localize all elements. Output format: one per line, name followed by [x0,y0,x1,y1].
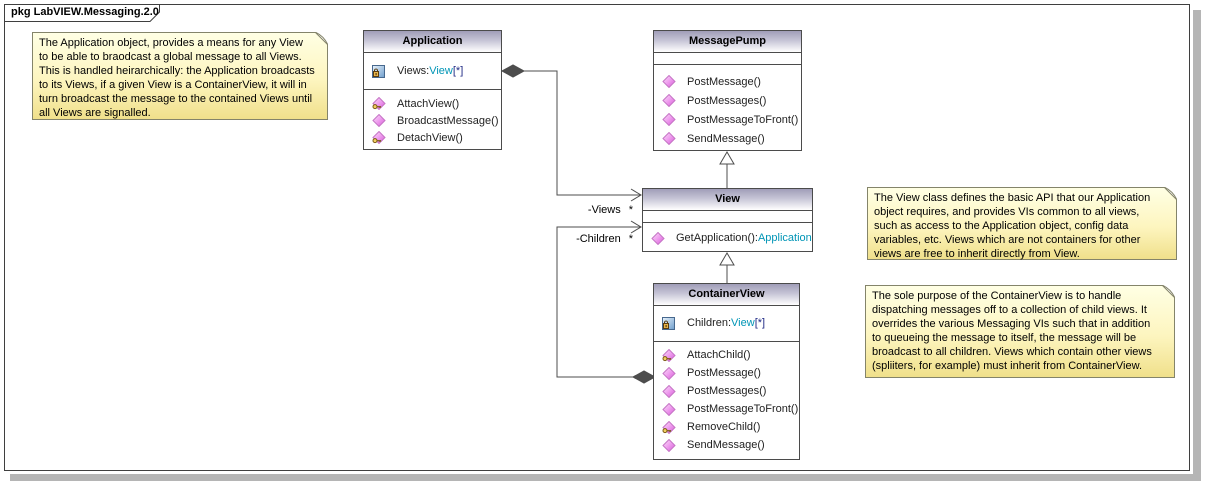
operation-row: SendMessage() [654,129,801,148]
frame-shadow-bottom [10,474,1201,481]
protected-operation-icon [372,97,386,110]
operation-text: AttachChild() [687,349,751,361]
attribute-text: Children:View[*] [687,317,766,329]
protected-operation-icon [372,131,386,144]
note-line: dispatching messages off to a collection… [872,304,1147,316]
operation-text: PostMessage() [687,367,761,379]
operation-text: PostMessages() [687,385,767,397]
operation-row: AttachChild() [654,346,799,364]
operation-row: GetApplication():Application [643,229,812,247]
operation-text: SendMessage() [687,132,765,145]
operation-row: SendMessage() [654,436,799,454]
frame-shadow-right [1193,10,1201,474]
composition-children-connector[interactable] [556,220,657,384]
generalization-view-messagepump[interactable] [719,151,735,188]
class-title: MessagePump [654,31,801,53]
note-line: The Application object, provides a means… [39,37,303,49]
note-line: The View class defines the basic API tha… [874,192,1151,204]
class-title: Application [364,31,501,53]
generalization-arrow [719,252,735,266]
operation-text: SendMessage() [687,439,765,451]
operation-text: DetachView() [397,131,463,144]
note-line: such as access to the Application object… [874,220,1129,232]
package-tab-shape [4,4,160,22]
attribute-row: Views:View[*] [364,62,501,80]
package-title: pkg LabVIEW.Messaging.2.0 [11,6,159,18]
association-label-views: -Views* [587,204,633,216]
class-containerview[interactable]: ContainerView Children:View[*] AttachChi… [653,283,800,460]
composition-views-connector[interactable] [500,64,642,202]
attribute-row: Children:View[*] [654,314,799,332]
public-operation-icon [662,438,676,452]
private-attribute-icon [372,64,386,78]
note-containerview[interactable]: The sole purpose of the ContainerView is… [865,285,1175,378]
note-line: to queueing the message to itself, the m… [872,332,1137,344]
public-operation-icon [662,75,676,88]
operation-text: PostMessage() [687,75,761,88]
operation-text: AttachView() [397,97,460,110]
note-line: object requires, and provides VIs common… [874,206,1140,218]
public-operation-icon [662,113,676,126]
public-operation-icon [662,384,676,398]
public-operation-icon [662,132,676,145]
note-line: (spliiters, for example) must inherit fr… [872,360,1143,372]
private-attribute-icon [662,316,676,330]
operation-row: AttachView() [364,95,501,112]
public-operation-icon [651,231,665,245]
operation-row: BroadcastMessage() [364,112,501,129]
generalization-arrow [719,151,735,165]
class-messagepump[interactable]: MessagePump PostMessage() PostMessages()… [653,30,802,151]
note-line: variables, etc. Views which are not cont… [874,234,1141,246]
operation-row: PostMessageToFront() [654,400,799,418]
protected-operation-icon [662,348,676,362]
operation-text: PostMessages() [687,94,767,107]
note-view[interactable]: The View class defines the basic API tha… [867,187,1177,260]
operation-text: BroadcastMessage() [397,114,499,127]
public-operation-icon [662,402,676,416]
protected-operation-icon [662,420,676,434]
generalization-containerview-view[interactable] [719,252,735,283]
operation-text: PostMessageToFront() [687,403,799,415]
composition-diamond [631,370,657,384]
note-application[interactable]: The Application object, provides a means… [32,32,328,120]
note-line: This is handled heirarchically: the Appl… [39,65,315,77]
class-application[interactable]: Application Views:View[*] AttachView() [363,30,502,150]
note-dogear-icon [1164,187,1177,200]
operation-text: GetApplication():Application [676,232,812,244]
operation-row: PostMessage() [654,364,799,382]
note-line: The sole purpose of the ContainerView is… [872,290,1122,302]
class-title: ContainerView [654,284,799,306]
public-operation-icon [662,366,676,380]
operation-row: RemoveChild() [654,418,799,436]
public-operation-icon [662,94,676,107]
note-dogear-icon [1162,285,1175,298]
operation-row: PostMessages() [654,382,799,400]
note-line: overrides the various Messaging VIs such… [872,318,1151,330]
note-line: turn broadcast the message to the contai… [39,93,313,105]
note-line: all Views are signalled. [39,107,151,119]
composition-diamond [500,64,526,78]
operation-text: PostMessageToFront() [687,113,799,126]
note-line: to its Views, if a given View is a Conta… [39,79,307,91]
class-view[interactable]: View GetApplication():Application [642,188,813,252]
class-title: View [643,189,812,211]
attribute-text: Views:View[*] [397,65,464,77]
association-label-children: -Children* [576,233,633,245]
public-operation-icon [372,114,386,127]
operation-text: RemoveChild() [687,421,761,433]
operation-row: PostMessage() [654,72,801,91]
note-dogear-icon [315,32,328,45]
operation-row: DetachView() [364,129,501,146]
note-line: views are free to inherit directly from … [874,248,1080,260]
note-line: to be able to braodcast a global message… [39,51,302,63]
operation-row: PostMessages() [654,91,801,110]
operation-row: PostMessageToFront() [654,110,801,129]
note-line: broadcast to all children. Views which c… [872,346,1152,358]
